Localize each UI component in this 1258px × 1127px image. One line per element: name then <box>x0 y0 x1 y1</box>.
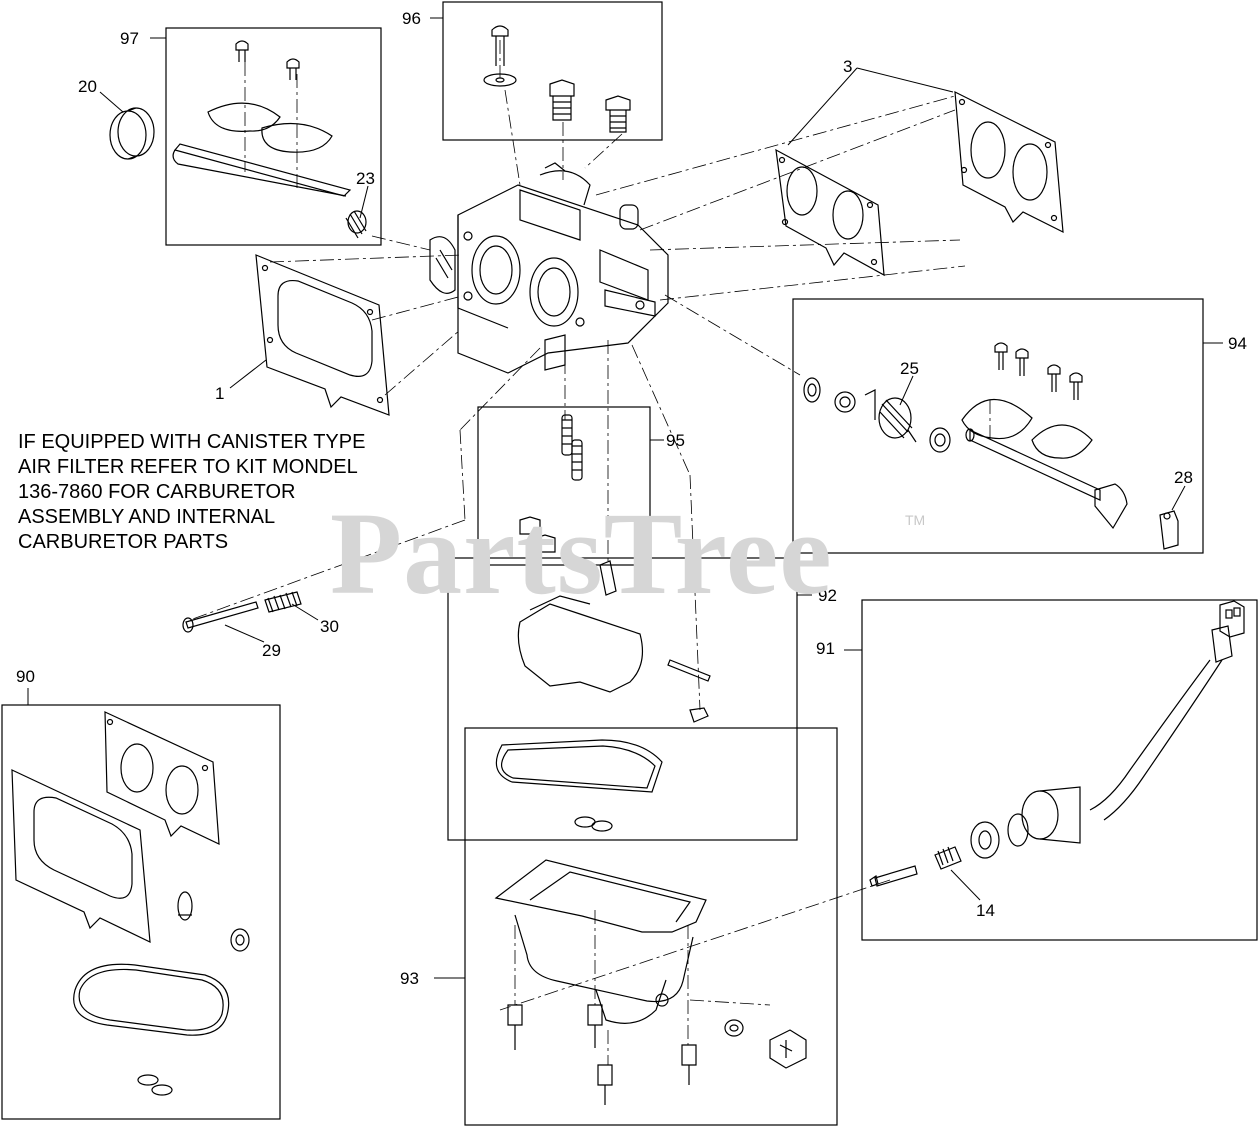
part-90-gasket-kit <box>11 711 250 1096</box>
callout-1: 1 <box>215 384 225 403</box>
kit-box-90 <box>1 704 281 1120</box>
part-20-seal <box>109 107 155 160</box>
callout-96: 96 <box>402 9 421 28</box>
part-97-choke-kit <box>172 40 367 239</box>
callout-29: 29 <box>262 641 281 660</box>
callout-28: 28 <box>1174 468 1193 487</box>
callout-92: 92 <box>818 586 837 605</box>
partstree-watermark: PartsTree <box>330 488 833 619</box>
callout-91: 91 <box>816 639 835 658</box>
part-95-jets <box>519 414 583 553</box>
leader-lines <box>27 17 1223 979</box>
note-line: AIR FILTER REFER TO KIT MONDEL <box>18 456 358 478</box>
kit-box-97 <box>165 27 382 246</box>
callout-95: 95 <box>666 431 685 450</box>
callout-14: 14 <box>976 901 995 920</box>
kit-box-94 <box>792 298 1204 554</box>
note-line: ASSEMBLY AND INTERNAL <box>18 506 276 528</box>
note-line: 136-7860 FOR CARBURETOR <box>18 481 296 503</box>
kit-box-93 <box>464 727 838 1126</box>
kit-reference-note: IF EQUIPPED WITH CANISTER TYPE AIR FILTE… <box>18 430 438 555</box>
callout-25: 25 <box>900 359 919 378</box>
part-91-solenoid <box>869 600 1245 887</box>
note-line: IF EQUIPPED WITH CANISTER TYPE <box>18 431 366 453</box>
part-3-gaskets <box>775 90 1064 277</box>
carburetor-body <box>429 162 669 374</box>
kit-box-95 <box>477 406 651 566</box>
part-93-float-bowl <box>494 859 807 1105</box>
kit-box-92 <box>447 557 798 841</box>
trademark-mark: TM <box>905 512 926 528</box>
callout-30: 30 <box>320 617 339 636</box>
kit-box-96 <box>442 1 663 141</box>
callout-94: 94 <box>1228 334 1247 353</box>
callout-3: 3 <box>843 57 853 76</box>
alignment-lines <box>189 40 991 1065</box>
callout-97: 97 <box>120 29 139 48</box>
callout-93: 93 <box>400 969 419 988</box>
callout-20: 20 <box>78 77 97 96</box>
callout-90: 90 <box>16 667 35 686</box>
part-94-throttle-kit <box>803 342 1179 550</box>
note-line: CARBURETOR PARTS <box>18 531 229 553</box>
kit-box-91 <box>861 599 1258 941</box>
part-96-jets <box>483 25 631 133</box>
part-92-float <box>495 560 711 832</box>
part-1-gasket <box>255 254 390 416</box>
part-29-30-pin-spring <box>182 591 302 633</box>
callout-23: 23 <box>356 169 375 188</box>
